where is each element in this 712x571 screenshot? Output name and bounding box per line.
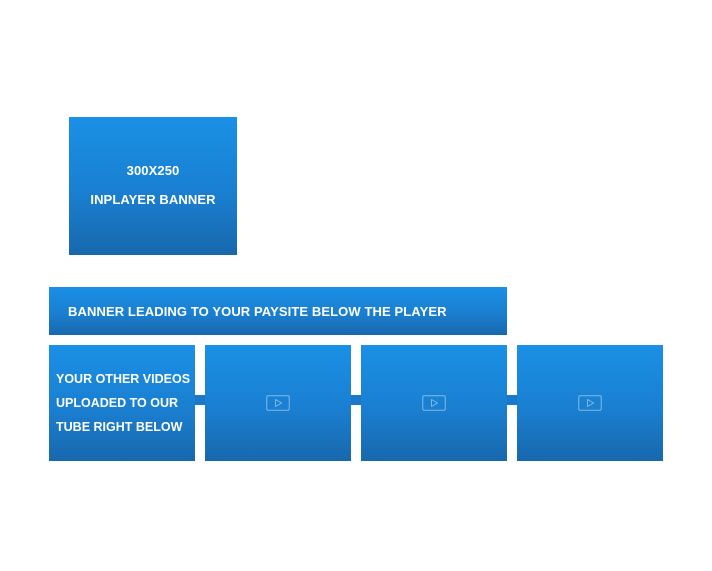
play-icon — [266, 395, 290, 411]
inplayer-banner[interactable]: 300X250 INPLAYER BANNER — [69, 117, 237, 255]
video-thumbnail-2[interactable] — [361, 345, 507, 461]
paysite-banner[interactable]: BANNER LEADING TO YOUR PAYSITE BELOW THE… — [49, 287, 507, 335]
thumbnail-connector — [190, 395, 525, 405]
inplayer-banner-size: 300X250 — [126, 163, 180, 178]
video-thumbnail-1[interactable] — [205, 345, 351, 461]
play-icon — [422, 395, 446, 411]
inplayer-banner-title: INPLAYER BANNER — [90, 192, 216, 207]
paysite-banner-label: BANNER LEADING TO YOUR PAYSITE BELOW THE… — [68, 303, 447, 319]
other-videos-line-1: YOUR OTHER VIDEOS — [56, 372, 191, 386]
other-videos-info: YOUR OTHER VIDEOS UPLOADED TO OUR TUBE R… — [49, 345, 195, 461]
play-icon — [578, 395, 602, 411]
other-videos-line-3: TUBE RIGHT BELOW — [56, 420, 183, 434]
other-videos-line-2: UPLOADED TO OUR — [56, 396, 178, 410]
video-thumbnail-3[interactable] — [517, 345, 663, 461]
